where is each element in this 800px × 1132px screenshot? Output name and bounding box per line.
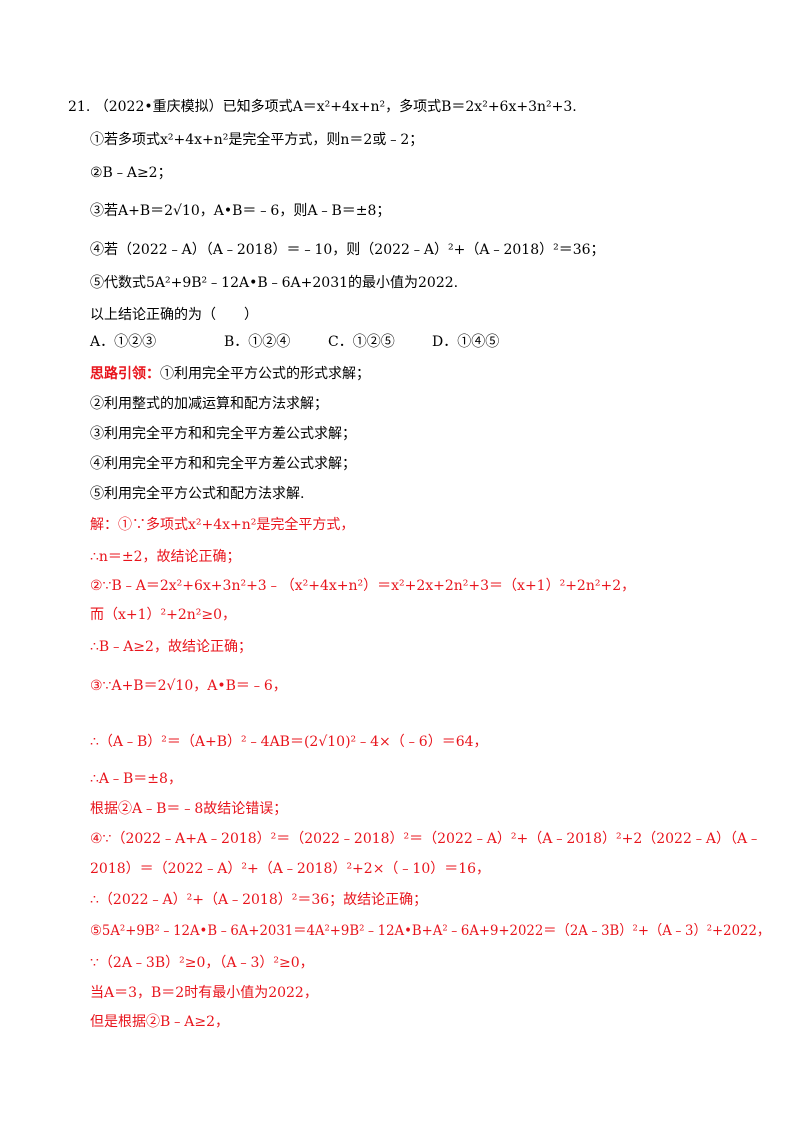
solution-line-10: ④∵（2022﹣A+A﹣2018）²＝（2022﹣2018）²＝（2022﹣A）…	[90, 831, 762, 847]
question-stem-line: 21. （2022•重庆模拟）已知多项式A＝x²+4x+n²，多项式B＝2x²+…	[68, 97, 577, 117]
question-number: 21.	[68, 99, 91, 115]
option-c[interactable]: C．①②⑤	[328, 334, 395, 350]
solution-line-14: ∵（2A﹣3B）²≥0，（A﹣3）²≥0，	[90, 955, 314, 971]
statement-5: ⑤代数式5A²+9B²﹣12A•B﹣6A+2031的最小值为2022.	[90, 275, 459, 291]
solution-line-16: 但是根据②B﹣A≥2，	[90, 1014, 230, 1030]
solution-line-15: 当A＝3，B＝2时有最小值为2022，	[90, 985, 318, 1001]
hint-line-3: ③利用完全平方和和完全平方差公式求解；	[90, 426, 356, 442]
option-d[interactable]: D．①④⑤	[432, 334, 500, 350]
hint-line-4: ④利用完全平方和和完全平方差公式求解；	[90, 456, 356, 472]
statement-3: ③若A+B＝2√10，A•B＝﹣6，则A﹣B＝±8；	[90, 203, 391, 219]
solution-line-8: ∴A﹣B＝±8，	[90, 771, 182, 787]
solution-line-5: ∴B﹣A≥2，故结论正确；	[90, 639, 252, 655]
answer-options: A．①②③ B．①②④ C．①②⑤ D．①④⑤	[90, 332, 536, 352]
statement-2: ②B﹣A≥2；	[90, 165, 172, 181]
solution-line-1: 解：①∵多项式x²+4x+n²是完全平方式，	[90, 517, 355, 533]
hint-line-2: ②利用整式的加减运算和配方法求解；	[90, 396, 328, 412]
solution-line-2: ∴n＝±2，故结论正确；	[90, 549, 241, 565]
solution-line-4: 而（x+1）²+2n²≥0，	[90, 607, 237, 623]
solution-line-12: ∴（2022﹣A）²+（A﹣2018）²＝36；故结论正确；	[90, 892, 428, 908]
hint-text-1: ①利用完全平方公式的形式求解；	[160, 366, 370, 382]
solution-line-9: 根据②A﹣B＝﹣8故结论错误；	[90, 801, 288, 817]
statement-1: ①若多项式x²+4x+n²是完全平方式，则n＝2或﹣2；	[90, 132, 424, 148]
solution-line-13: ⑤5A²+9B²﹣12A•B﹣6A+2031＝4A²+9B²﹣12A•B+A²﹣…	[90, 923, 771, 939]
option-b[interactable]: B．①②④	[224, 334, 291, 350]
hint-label: 思路引领：	[90, 366, 160, 382]
question-prompt: 以上结论正确的为（ ）	[90, 307, 258, 323]
option-a[interactable]: A．①②③	[90, 334, 157, 350]
solution-line-6: ③∵A+B＝2√10，A•B＝﹣6，	[90, 678, 287, 694]
hint-line-5: ⑤利用完全平方公式和配方法求解.	[90, 486, 305, 502]
solution-line-3: ②∵B﹣A＝2x²+6x+3n²+3﹣（x²+4x+n²）＝x²+2x+2n²+…	[90, 578, 636, 594]
solution-line-11: 2018）＝（2022﹣A）²+（A﹣2018）²+2×（﹣10）＝16，	[90, 861, 491, 877]
hint-line-1: 思路引领：①利用完全平方公式的形式求解；	[90, 364, 370, 384]
solution-line-7: ∴（A﹣B）²＝（A+B）²﹣4AB＝(2√10)²﹣4×（﹣6）＝64，	[90, 734, 488, 750]
question-stem: （2022•重庆模拟）已知多项式A＝x²+4x+n²，多项式B＝2x²+6x+3…	[94, 99, 577, 115]
statement-4: ④若（2022﹣A）（A﹣2018）＝﹣10，则（2022﹣A）²+（A﹣201…	[90, 242, 605, 258]
